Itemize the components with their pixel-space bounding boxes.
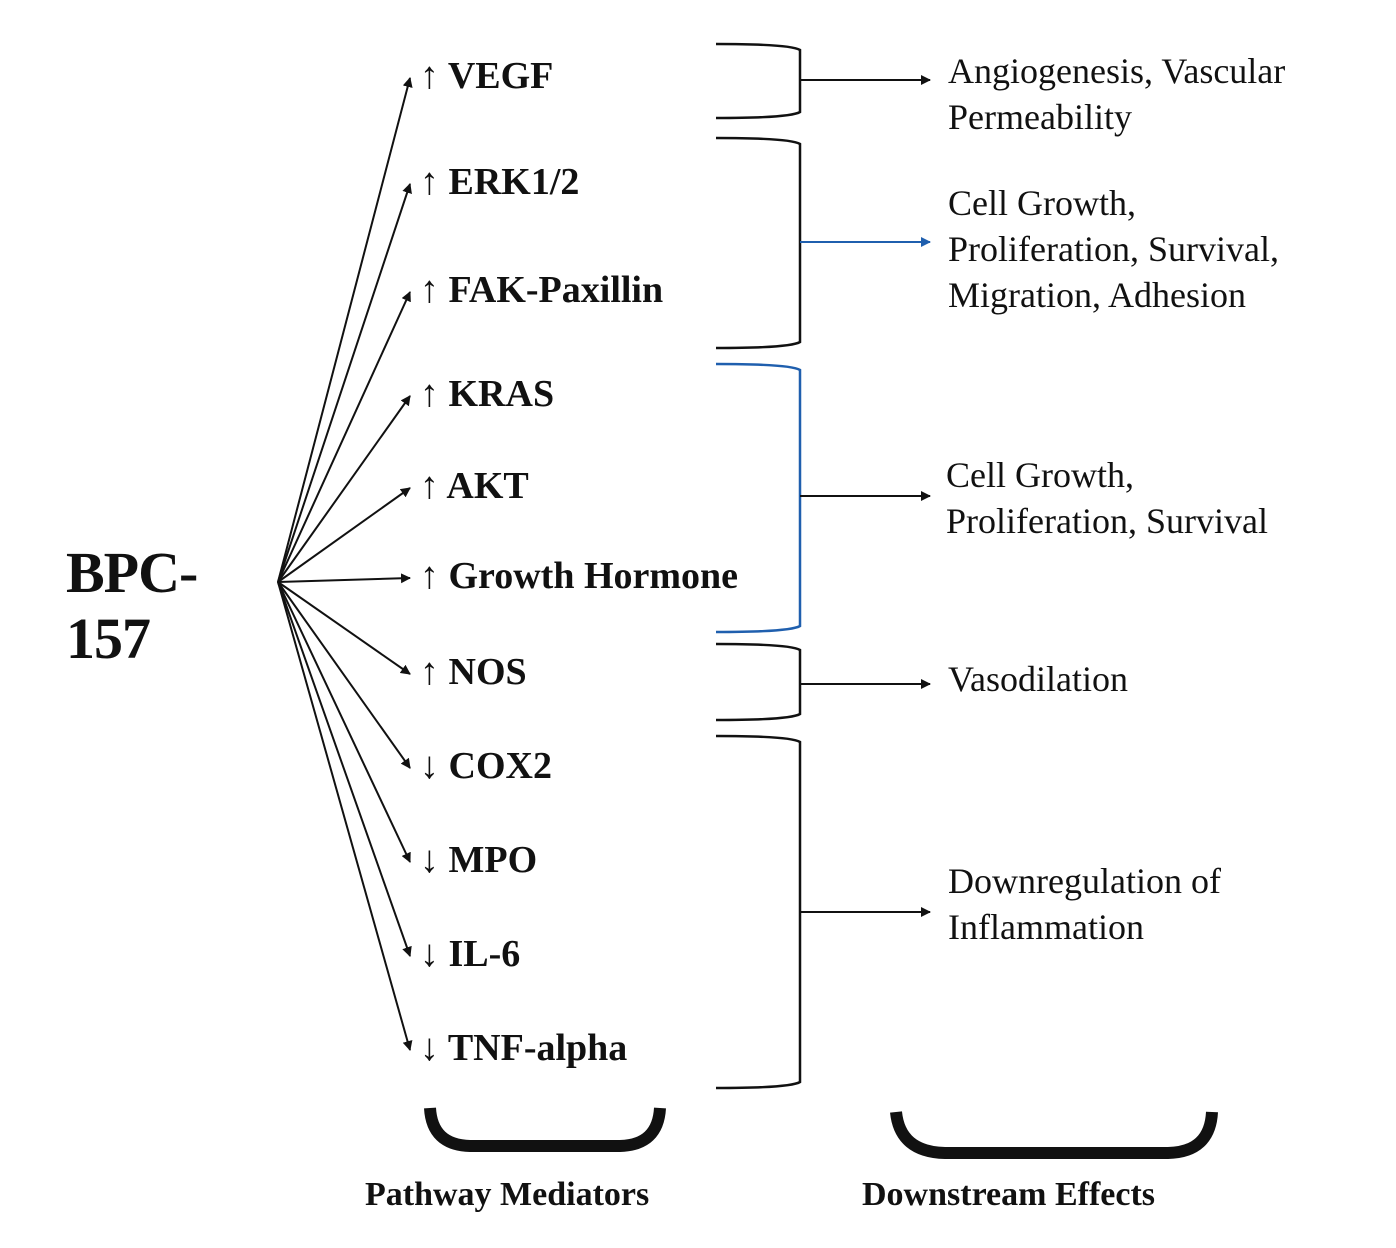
mediator-label: KRAS [448, 373, 555, 415]
effect-line: Migration, Adhesion [948, 275, 1246, 315]
effect-4: Vasodilation [948, 656, 1128, 702]
arrow-to-vegf [277, 77, 413, 583]
mediator-erk1-2: ↑ ERK1/2 [420, 162, 579, 202]
mediator-tnf-alpha: ↓ TNF-alpha [420, 1028, 627, 1068]
effect-2: Cell Growth, Proliferation, Survival, Migr… [948, 180, 1279, 318]
group-bracket-1 [715, 42, 802, 120]
up-arrow-icon: ↑ [420, 555, 439, 597]
mediator-kras: ↑ KRAS [420, 374, 554, 414]
effect-line: Downregulation of [948, 861, 1221, 901]
bpc-157-label: BPC- 157 [66, 540, 198, 672]
mediator-nos: ↑ NOS [420, 652, 527, 692]
up-arrow-icon: ↑ [420, 55, 439, 97]
arrow-to-mpo [277, 581, 411, 863]
effect-line: Inflammation [948, 907, 1144, 947]
effect-line: Angiogenesis, Vascular [948, 51, 1286, 91]
mediator-label: Growth Hormone [448, 555, 739, 597]
arrow-to-cox2 [277, 581, 411, 769]
effect-line: Cell Growth, [946, 455, 1134, 495]
mediator-mpo: ↓ MPO [420, 840, 537, 880]
down-arrow-icon: ↓ [420, 839, 439, 881]
mediator-label: IL-6 [448, 933, 521, 975]
mediator-label: COX2 [448, 745, 552, 787]
arrow-to-fak-paxillin [277, 291, 411, 583]
mediator-akt: ↑ AKT [420, 466, 529, 506]
mediator-label: VEGF [447, 55, 554, 97]
up-arrow-icon: ↑ [420, 161, 439, 203]
mediator-cox2: ↓ COX2 [420, 746, 552, 786]
group-bracket-2 [715, 136, 802, 350]
effect-line: Proliferation, Survival [946, 501, 1268, 541]
group-bracket-3 [715, 362, 802, 634]
effect-line: Permeability [948, 97, 1132, 137]
down-arrow-icon: ↓ [420, 745, 439, 787]
arrow-to-nos [277, 581, 411, 675]
effect-5: Downregulation of Inflammation [948, 858, 1221, 950]
effect-line: Proliferation, Survival, [948, 229, 1279, 269]
source-line-2: 157 [66, 606, 151, 671]
group-bracket-4 [715, 642, 802, 722]
mediator-label: TNF-alpha [447, 1027, 628, 1069]
arrow-to-il-6 [277, 581, 412, 957]
pathway-mediators-label: Pathway Mediators [365, 1176, 650, 1213]
arrow-to-kras [277, 395, 411, 583]
mediator-label: FAK-Paxillin [448, 269, 664, 311]
mediator-label: MPO [448, 839, 538, 881]
effect-3: Cell Growth, Proliferation, Survival [946, 452, 1268, 544]
up-arrow-icon: ↑ [420, 269, 439, 311]
effects-group-bracket [890, 1111, 1218, 1159]
arrow-to-growth-hormone [277, 573, 411, 584]
up-arrow-icon: ↑ [420, 373, 439, 415]
mediator-fak-paxillin: ↑ FAK-Paxillin [420, 270, 663, 310]
effect-line: Cell Growth, [948, 183, 1136, 223]
mediator-vegf: ↑ VEGF [420, 56, 553, 96]
mediator-label: ERK1/2 [448, 161, 580, 203]
down-arrow-icon: ↓ [420, 933, 439, 975]
arrow-to-akt [277, 487, 411, 583]
mediator-il-6: ↓ IL-6 [420, 934, 520, 974]
downstream-effects-label: Downstream Effects [862, 1176, 1156, 1213]
mediator-growth-hormone: ↑ Growth Hormone [420, 556, 738, 596]
down-arrow-icon: ↓ [420, 1027, 439, 1069]
group-bracket-5 [715, 734, 802, 1090]
up-arrow-icon: ↑ [420, 465, 439, 507]
effect-line: Vasodilation [948, 659, 1128, 699]
arrow-to-tnf-alpha [277, 581, 413, 1051]
up-arrow-icon: ↑ [420, 651, 439, 693]
mediator-label: AKT [446, 465, 529, 507]
arrow-to-erk1-2 [277, 183, 412, 583]
source-line-1: BPC- [66, 540, 198, 605]
mediators-group-bracket [424, 1107, 666, 1152]
mediator-label: NOS [448, 651, 527, 693]
